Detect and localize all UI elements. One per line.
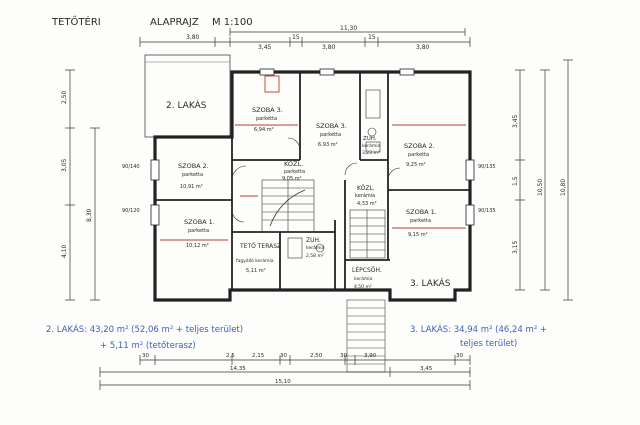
bottom-dim-2: 2,5: [226, 353, 235, 359]
room-szoba1a-floor: parketta: [188, 228, 209, 234]
bottom-dimension-lines: [99, 355, 471, 390]
room-lepcsohaz-floor: kerámia: [354, 275, 372, 282]
room-kozl2-area: 4,33 m²: [357, 201, 377, 207]
bottom-dim-6: 30: [340, 353, 347, 359]
room-szoba2b-floor: parketta: [408, 152, 429, 158]
room-szoba3a-name: SZOBA 3.: [252, 106, 283, 114]
outer-walls: [153, 70, 472, 302]
right-opening-1: 90/135: [478, 164, 496, 170]
room-szoba2a-area: 10,91 m²: [180, 184, 203, 190]
room-zuh1-area: 2,58 m²: [306, 253, 324, 259]
bottom-dim-5: 2,50: [310, 353, 323, 359]
bottom-dim-7: 3,90: [364, 353, 377, 359]
door-swings: [231, 137, 401, 223]
stairs-left: [261, 179, 315, 233]
stairs-right: [349, 209, 386, 259]
bottom-dim-3: 2,15: [252, 353, 265, 359]
room-zuh1-floor: kerámia: [306, 244, 324, 251]
right-dimension-lines: [515, 59, 573, 301]
room-szoba2a-name: SZOBA 2.: [178, 162, 209, 170]
title-floor: TETŐTÉRI: [51, 14, 101, 28]
red-annotations: [160, 75, 466, 241]
top-dim-5: 15: [368, 34, 376, 41]
room-kozl1-area: 9,05 m²: [282, 176, 302, 182]
room-szoba3b-name: SZOBA 3.: [316, 122, 347, 130]
left-dim-2: 3,05: [61, 158, 68, 172]
room-kozl1-floor: parketta: [284, 169, 305, 175]
left-dim-3: 8,30: [86, 208, 93, 222]
lakas2-balcony: [144, 54, 231, 138]
right-opening-2: 90/135: [478, 208, 496, 214]
note-lakas3-line1: 3. LAKÁS: 34,94 m² (46,24 m² +: [410, 323, 547, 335]
room-szoba1a-area: 10,12 m²: [186, 243, 209, 249]
room-szoba1b-name: SZOBA 1.: [406, 208, 437, 216]
right-dim-1: 3,45: [512, 114, 519, 128]
right-dim-5: 10,80: [560, 179, 567, 196]
room-zuh1-name: ZUH.: [306, 237, 321, 244]
room-kozl2-name: KÖZL.: [357, 185, 375, 192]
room-lepcsohaz-name: LÉPCSŐH.: [352, 266, 382, 274]
right-dim-3: 3,15: [512, 240, 519, 254]
top-dim-4: 3,80: [322, 44, 336, 51]
room-kozl2-floor: kerámia: [355, 192, 375, 199]
bottom-dim-total: 15,10: [275, 379, 291, 385]
room-szoba2b-area: 9,25 m²: [406, 162, 426, 168]
bottom-dim-4: 30: [280, 353, 287, 359]
room-szoba3a-floor: parketta: [256, 116, 277, 122]
right-dim-4: 10,50: [537, 179, 544, 196]
top-dim-1: 3,80: [186, 34, 200, 41]
room-zuh2-name: ZUH.: [363, 136, 377, 142]
room-szoba2a-floor: parketta: [182, 172, 203, 178]
left-dim-4: 4,10: [61, 244, 68, 258]
bottom-dim-10: 3,45: [420, 366, 433, 372]
left-opening-1: 90/140: [122, 164, 140, 170]
top-dim-3: 15: [292, 34, 300, 41]
note-lakas2-line1: 2. LAKÁS: 43,20 m² (52,06 m² + teljes te…: [46, 323, 243, 335]
note-lakas3-line2: teljes terület): [460, 339, 517, 349]
left-dimension-lines: [65, 69, 100, 301]
room-lepcsohaz-area: 4,50 m²: [354, 284, 372, 290]
room-szoba3a-area: 6,94 m²: [254, 127, 274, 133]
title-scale: M 1:100: [212, 17, 253, 28]
room-terasz-name: TETŐ TERASZ: [239, 243, 281, 250]
top-dim-6: 3,80: [416, 44, 430, 51]
room-szoba2b-name: SZOBA 2.: [404, 142, 435, 150]
lakas2-label: 2. LAKÁS: [166, 99, 207, 111]
room-szoba3b-floor: parketta: [320, 132, 341, 138]
left-opening-2: 90/120: [122, 208, 140, 214]
room-szoba3b-area: 6,93 m²: [318, 142, 338, 148]
room-szoba1b-floor: parketta: [410, 218, 431, 224]
room-terasz-area: 5,11 m²: [246, 268, 266, 274]
top-dim-total: 11,30: [340, 25, 357, 32]
right-dim-2: 1,5: [512, 176, 519, 186]
room-kozl1-name: KÖZL.: [284, 159, 303, 168]
exterior-stair: [346, 299, 386, 373]
left-dim-1: 2,50: [61, 90, 68, 104]
bottom-dim-1: 30: [142, 353, 149, 359]
bottom-dim-8: 30: [456, 353, 463, 359]
room-szoba1a-name: SZOBA 1.: [184, 218, 215, 226]
room-zuh2-area: 3,23 m²: [362, 150, 380, 156]
top-dim-2: 3,45: [258, 44, 272, 51]
top-dimension-lines: [139, 28, 471, 47]
inner-walls: [155, 72, 470, 290]
lakas3-label: 3. LAKÁS: [410, 277, 451, 289]
note-lakas2-line2: + 5,11 m² (tetőterasz): [100, 341, 196, 351]
room-terasz-floor: fagyálló kerámia: [236, 257, 274, 264]
title-name: ALAPRAJZ: [150, 17, 199, 28]
room-szoba1b-area: 9,15 m²: [408, 232, 428, 238]
bottom-dim-9: 14,35: [230, 366, 246, 372]
sanitary-fixtures: [287, 89, 381, 259]
windows: [150, 68, 475, 226]
room-zuh2-floor: kerámia: [362, 142, 380, 149]
